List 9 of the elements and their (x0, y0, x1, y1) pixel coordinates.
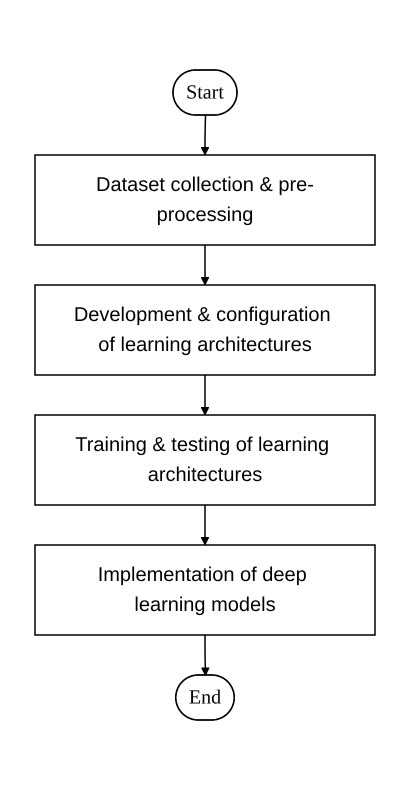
arrow (200, 634, 210, 676)
node-box: Training & testing of learning architectures (34, 414, 376, 506)
node-box: Development & configuration of learning architectures (34, 284, 376, 376)
arrow (200, 114, 209, 155)
arrow (200, 374, 209, 415)
node-box: Implementation of deep learning models (34, 544, 376, 636)
arrow (200, 504, 209, 545)
arrow (200, 244, 209, 285)
node-box: Dataset collection & pre-processing (34, 154, 376, 246)
